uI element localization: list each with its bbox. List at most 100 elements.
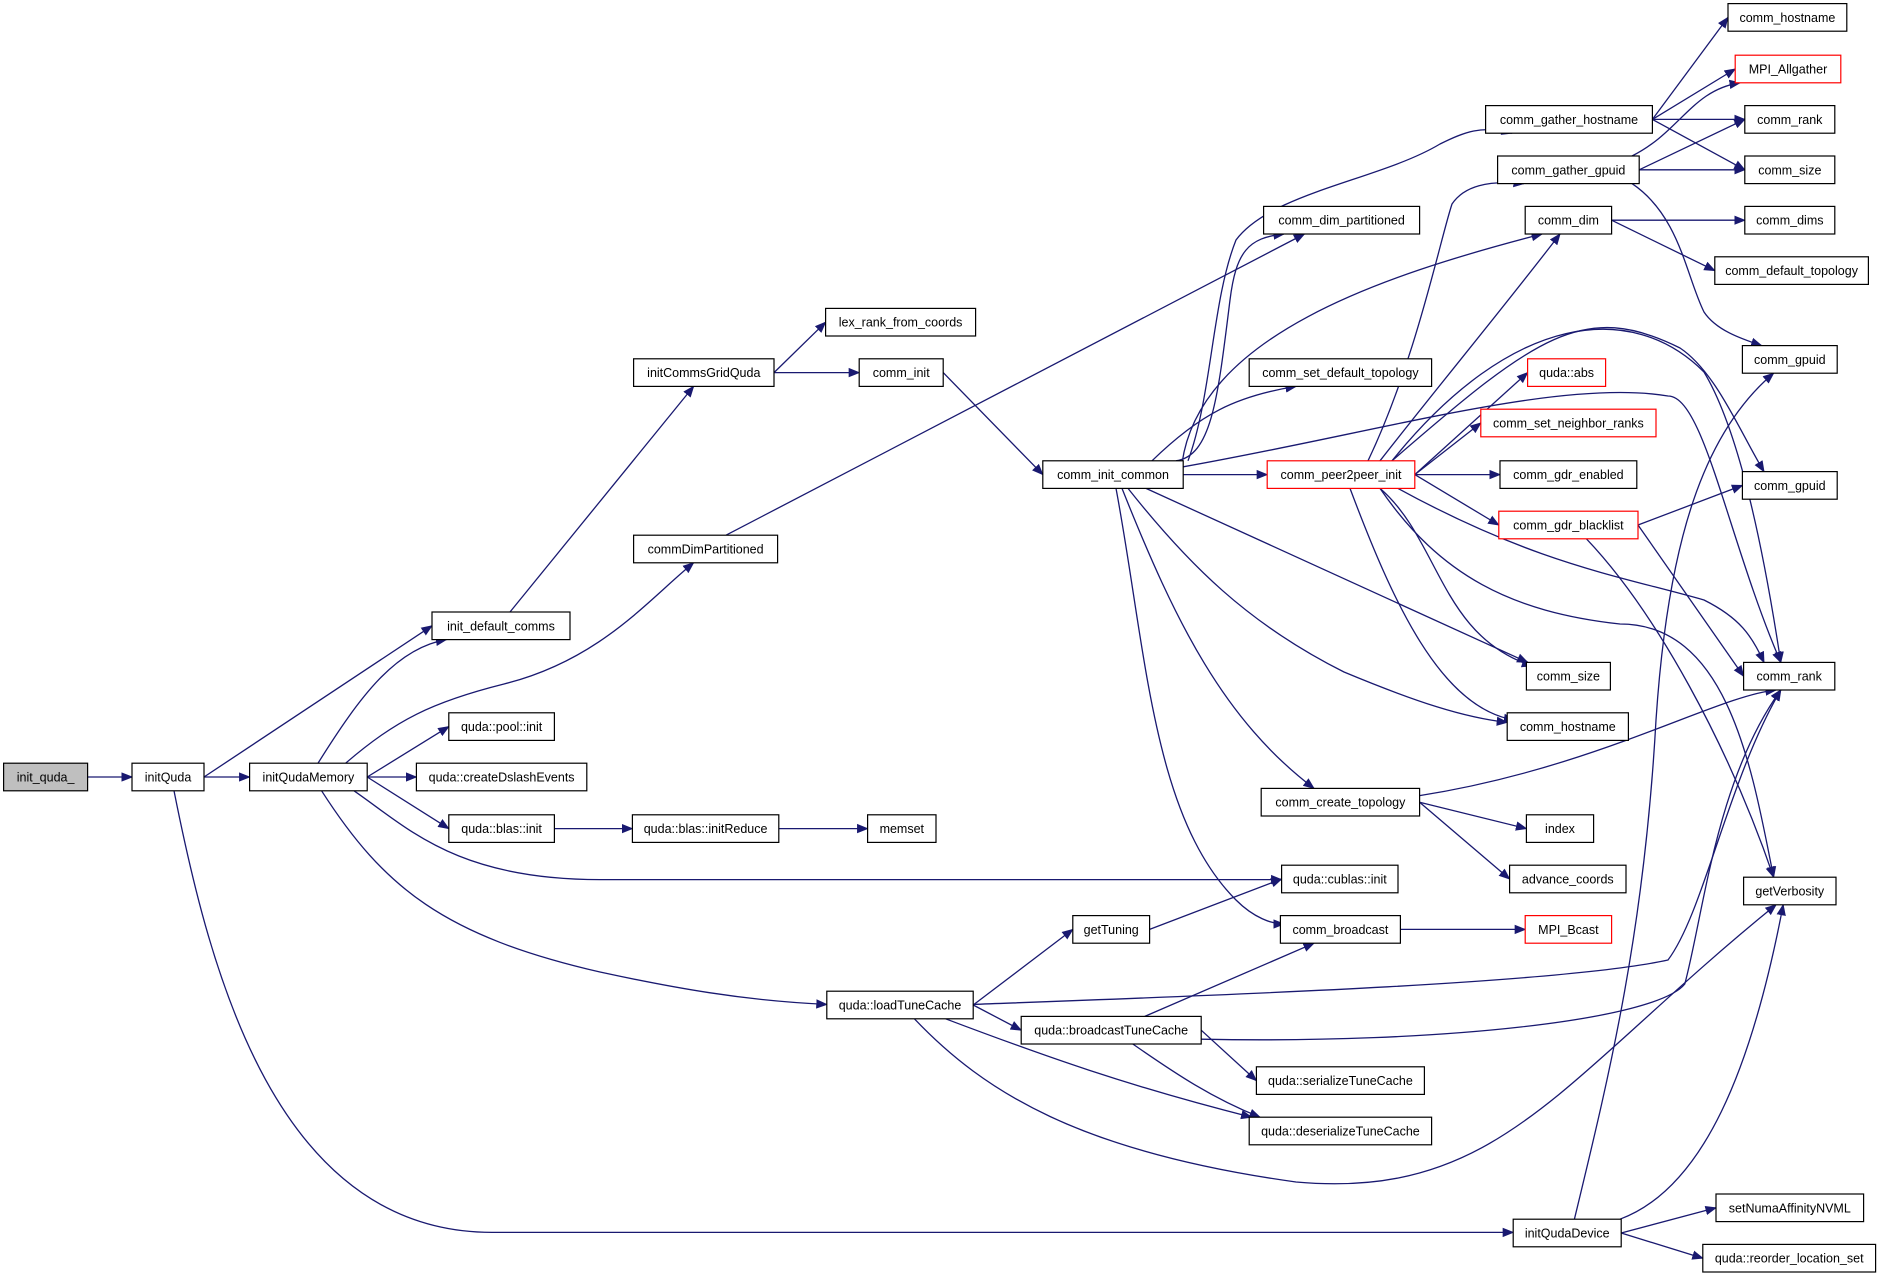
node-init-quda-[interactable]: init_quda_ — [2, 762, 89, 792]
node-comm-dim-partitioned[interactable]: comm_dim_partitioned — [1262, 205, 1421, 235]
node-label: MPI_Bcast — [1538, 923, 1599, 937]
node-comm-peer2peer-init[interactable]: comm_peer2peer_init — [1266, 460, 1416, 489]
node-initqudadevice[interactable]: initQudaDevice — [1512, 1218, 1622, 1248]
node-deserializetunecache[interactable]: quda::deserializeTuneCache — [1248, 1116, 1433, 1146]
node-comm-dim[interactable]: comm_dim — [1524, 205, 1613, 235]
node-loadtunecache[interactable]: quda::loadTuneCache — [826, 990, 974, 1020]
node-initquda[interactable]: initQuda — [131, 762, 205, 792]
node-comm-gpuid-2[interactable]: comm_gpuid — [1741, 471, 1838, 500]
node-box — [1702, 1243, 1877, 1273]
node-memset[interactable]: memset — [866, 814, 937, 843]
node-comm-set-neighbor-ranks[interactable]: comm_set_neighbor_ranks — [1480, 408, 1657, 438]
node-comm-gdr-blacklist[interactable]: comm_gdr_blacklist — [1498, 510, 1639, 540]
node-quda-abs[interactable]: quda::abs — [1526, 358, 1607, 387]
node-box — [131, 762, 205, 792]
node-label: quda::pool::init — [461, 720, 543, 734]
edge-comm_init_common-to-comm_set_default_topology — [1151, 383, 1298, 462]
node-blas-initreduce[interactable]: quda::blas::initReduce — [631, 814, 780, 843]
node-box — [1279, 914, 1402, 944]
node-label: comm_gdr_blacklist — [1513, 519, 1624, 533]
node-comm-size-top[interactable]: comm_size — [1744, 155, 1836, 185]
node-index[interactable]: index — [1525, 814, 1595, 843]
node-comm-set-default-topology[interactable]: comm_set_default_topology — [1248, 358, 1433, 387]
node-box — [448, 814, 555, 843]
node-label: index — [1545, 822, 1576, 836]
node-blas-init[interactable]: quda::blas::init — [448, 814, 555, 843]
node-comm-default-topology[interactable]: comm_default_topology — [1714, 256, 1870, 285]
node-label: init_quda_ — [17, 771, 76, 785]
node-comm-hostname-mid[interactable]: comm_hostname — [1506, 712, 1629, 741]
node-getverbosity[interactable]: getVerbosity — [1742, 876, 1837, 906]
node-mpi-allgather[interactable]: MPI_Allgather — [1734, 54, 1842, 84]
node-reorder-location-set[interactable]: quda::reorder_location_set — [1702, 1243, 1877, 1273]
node-label: quda::reorder_location_set — [1715, 1252, 1864, 1266]
edge-loadTuneCache-to-broadcastTuneCache — [972, 1004, 1023, 1031]
node-setnumaaffinitynvml[interactable]: setNumaAffinityNVML — [1715, 1193, 1865, 1223]
node-label: quda::createDslashEvents — [429, 771, 575, 785]
edge-broadcastTuneCache-to-comm_broadcast — [1144, 942, 1316, 1017]
node-comm-gather-gpuid[interactable]: comm_gather_gpuid — [1496, 155, 1640, 185]
node-cublas-init[interactable]: quda::cublas::init — [1280, 864, 1399, 894]
edge-comm_gdr_blacklist-to-comm_gpuid_2 — [1637, 484, 1744, 526]
node-serializetunecache[interactable]: quda::serializeTuneCache — [1255, 1066, 1426, 1096]
node-box — [1042, 460, 1184, 489]
node-box — [431, 611, 571, 641]
node-label: comm_set_default_topology — [1262, 366, 1419, 380]
node-box — [1248, 1116, 1433, 1146]
node-box — [1524, 205, 1613, 235]
node-pool-init[interactable]: quda::pool::init — [448, 712, 555, 741]
node-lex-rank-from-coords[interactable]: lex_rank_from_coords — [824, 307, 977, 337]
node-comm-hostname-top[interactable]: comm_hostname — [1727, 2, 1848, 32]
node-comm-dims[interactable]: comm_dims — [1744, 205, 1836, 235]
edge-comm_init_common-to-comm_dim — [1181, 232, 1544, 464]
node-comm-gdr-enabled[interactable]: comm_gdr_enabled — [1499, 460, 1638, 489]
edge-commDimPartitioned-to-comm_dim_partitioned — [725, 233, 1306, 536]
edge-comm_gather_gpuid-to-comm_gpuid_1 — [1631, 183, 1763, 347]
node-comm-broadcast[interactable]: comm_broadcast — [1279, 914, 1402, 944]
node-box — [1741, 471, 1838, 500]
edge-loadTuneCache-to-getTuning — [972, 928, 1074, 1006]
node-label: quda::abs — [1539, 366, 1594, 380]
node-box — [1020, 1015, 1202, 1045]
node-advance-coords[interactable]: advance_coords — [1508, 864, 1627, 894]
edge-loadTuneCache-to-deserializeTuneCache — [945, 1018, 1253, 1120]
node-initcommsgridquda[interactable]: initCommsGridQuda — [632, 358, 775, 387]
node-comm-gather-hostname[interactable]: comm_gather_hostname — [1484, 104, 1653, 134]
node-initqudamemory[interactable]: initQudaMemory — [249, 762, 368, 792]
node-box — [1727, 2, 1848, 32]
node-comm-create-topology[interactable]: comm_create_topology — [1260, 787, 1421, 817]
node-broadcasttunecache[interactable]: quda::broadcastTuneCache — [1020, 1015, 1202, 1045]
node-gettuning[interactable]: getTuning — [1072, 914, 1151, 944]
edge-initQudaDevice-to-setNumaAffinityNVML — [1621, 1205, 1718, 1234]
edge-comm_init_common-to-comm_create_topology — [1121, 488, 1315, 790]
node-label: advance_coords — [1522, 873, 1614, 887]
edge-init_default_comms-to-initCommsGridQuda — [509, 385, 695, 613]
node-comm-init-common[interactable]: comm_init_common — [1042, 460, 1184, 489]
node-label: initQudaDevice — [1525, 1227, 1610, 1241]
node-comm-size-mid[interactable]: comm_size — [1525, 661, 1612, 691]
edge-comm_init_common-to-comm_size_mid — [1145, 487, 1529, 663]
node-comm-rank-right[interactable]: comm_rank — [1742, 661, 1836, 691]
node-commdimpartitioned[interactable]: commDimPartitioned — [632, 534, 779, 564]
edge-comm_peer2peer_init-to-comm_set_neighbor_ranks — [1414, 422, 1482, 476]
node-label: memset — [880, 822, 925, 836]
node-label: comm_rank — [1757, 670, 1823, 684]
node-label: comm_init — [873, 366, 930, 380]
node-comm-gpuid-1[interactable]: comm_gpuid — [1741, 345, 1838, 374]
node-label: quda::blas::initReduce — [644, 822, 768, 836]
node-label: comm_hostname — [1739, 11, 1835, 25]
node-comm-init[interactable]: comm_init — [858, 358, 944, 387]
edge-comm_peer2peer_init-to-comm_dim — [1379, 233, 1561, 462]
node-box — [1498, 510, 1639, 540]
node-init-default-comms[interactable]: init_default_comms — [431, 611, 571, 641]
node-mpi-bcast[interactable]: MPI_Bcast — [1524, 914, 1613, 944]
node-createdslashevents[interactable]: quda::createDslashEvents — [415, 762, 588, 792]
node-label: comm_rank — [1757, 113, 1823, 127]
edge-comm_dim-to-comm_default_topology — [1611, 219, 1716, 272]
edge-initQudaMemory-to-cublas_init — [353, 790, 1283, 885]
node-comm-rank-top[interactable]: comm_rank — [1744, 104, 1836, 134]
edge-comm_peer2peer_init-to-comm_gpuid_2 — [1391, 326, 1765, 473]
node-box — [858, 358, 944, 387]
node-label: comm_gpuid — [1754, 479, 1826, 493]
node-label: commDimPartitioned — [648, 543, 764, 557]
